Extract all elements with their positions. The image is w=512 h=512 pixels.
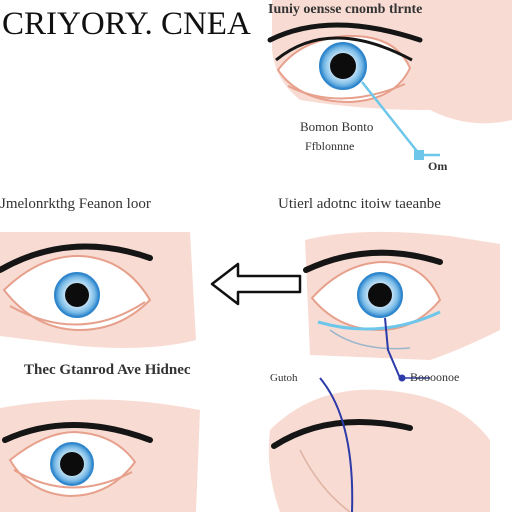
contour-line: [299, 449, 351, 512]
panel-middle-right: [303, 231, 500, 382]
arrow-left-icon: [210, 262, 302, 306]
pointer-dot: [398, 374, 406, 382]
pupil: [368, 283, 392, 307]
pupil: [65, 283, 89, 307]
eyebrow: [0, 243, 153, 273]
skin-patch: [268, 389, 490, 512]
panel-middle-left: [0, 232, 196, 348]
top-right-label-2: Ffblonnne: [305, 139, 354, 153]
lower-lid-line: [287, 83, 406, 100]
bottom-right-label-right: Boooonoe: [410, 370, 459, 384]
tear-line: [317, 310, 441, 331]
upper-lid-line: [275, 36, 413, 62]
middle-left-caption: Jmelonrkthg Feanon loor: [0, 196, 151, 212]
middle-right-caption: Utierl adotnc itoiw taeanbe: [278, 196, 441, 212]
top-right-end-label: Om: [428, 159, 447, 173]
pupil: [330, 53, 356, 79]
eyebrow: [271, 419, 413, 449]
panel-top-right: [267, 0, 512, 160]
panel-bottom-left: [0, 399, 200, 512]
pupil: [60, 452, 84, 476]
bottom-right-label-left: Gutoh: [270, 372, 298, 384]
lower-lid-line: [9, 301, 146, 326]
top-right-header: Iuniy oensse cnomb tlrnte: [268, 2, 422, 17]
lower-contour: [329, 329, 411, 350]
guide-marker: [414, 150, 424, 160]
page-title: CRIYORY. CNEA: [2, 6, 251, 42]
eyebrow: [2, 422, 153, 443]
eyebrow: [267, 22, 423, 43]
pointer-line: [384, 317, 401, 379]
top-right-label-1: Bomon Bonto: [300, 119, 373, 134]
eyebrow: [303, 249, 443, 273]
bottom-left-caption: Thec Gtanrod Ave Hidnec: [24, 362, 191, 378]
panel-bottom-right: [268, 377, 490, 512]
blue-curve: [319, 377, 354, 512]
lower-lid-line: [13, 469, 133, 489]
